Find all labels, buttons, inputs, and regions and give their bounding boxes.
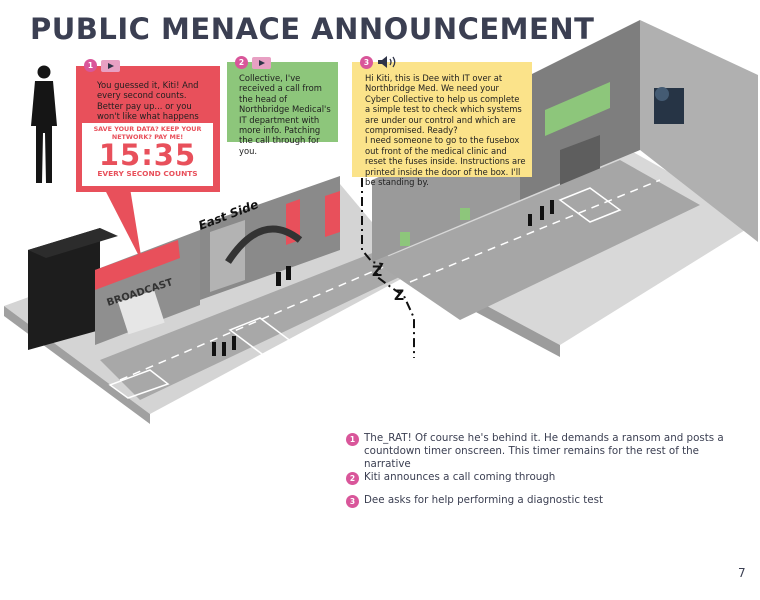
callout-text: Hi Kiti, this is Dee with IT over at Nor…: [365, 73, 526, 188]
countdown-timer: 15:35: [98, 138, 197, 172]
callout-green: 2 Collective, I've received a call from …: [227, 56, 338, 156]
note-text: Dee asks for help performing a diagnosti…: [364, 494, 604, 506]
speaker-icon[interactable]: [377, 55, 399, 69]
svg-text:Z: Z: [372, 264, 382, 280]
step-1-chip: 1: [84, 59, 120, 72]
callout-text: Collective, I've received a call from th…: [239, 73, 331, 156]
note-item: 2 Kiti announces a call coming through: [346, 471, 726, 485]
note-item: 1 The_RAT! Of course he's behind it. He …: [346, 432, 726, 471]
step-2-chip: 2: [235, 56, 271, 69]
ransom-footer: EVERY SECOND COUNTS: [97, 169, 198, 178]
note-badge: 3: [346, 495, 359, 508]
note-text: Kiti announces a call coming through: [364, 471, 556, 483]
note-item: 3 Dee asks for help performing a diagnos…: [346, 494, 726, 508]
step-badge: 2: [235, 56, 248, 69]
play-icon[interactable]: [101, 59, 120, 72]
play-icon[interactable]: [252, 56, 271, 69]
page-number: 7: [738, 566, 746, 580]
ransom-timer-panel: SAVE YOUR DATA? KEEP YOUR NETWORK? PAY M…: [82, 123, 213, 186]
step-badge: 1: [84, 59, 97, 72]
note-text: The_RAT! Of course he's behind it. He de…: [364, 432, 724, 470]
page-title: PUBLIC MENACE ANNOUNCEMENT: [30, 12, 595, 46]
step-3-chip: 3: [360, 55, 399, 69]
ransom-headline: SAVE YOUR DATA? KEEP YOUR NETWORK? PAY M…: [93, 125, 202, 141]
step-badge: 3: [360, 55, 373, 69]
note-badge: 1: [346, 433, 359, 446]
person-silhouette: [31, 65, 57, 183]
note-badge: 2: [346, 472, 359, 485]
callout-yellow: 3 Hi Kiti, this is Dee with IT over at N…: [352, 55, 532, 187]
svg-text:Z: Z: [394, 288, 404, 304]
